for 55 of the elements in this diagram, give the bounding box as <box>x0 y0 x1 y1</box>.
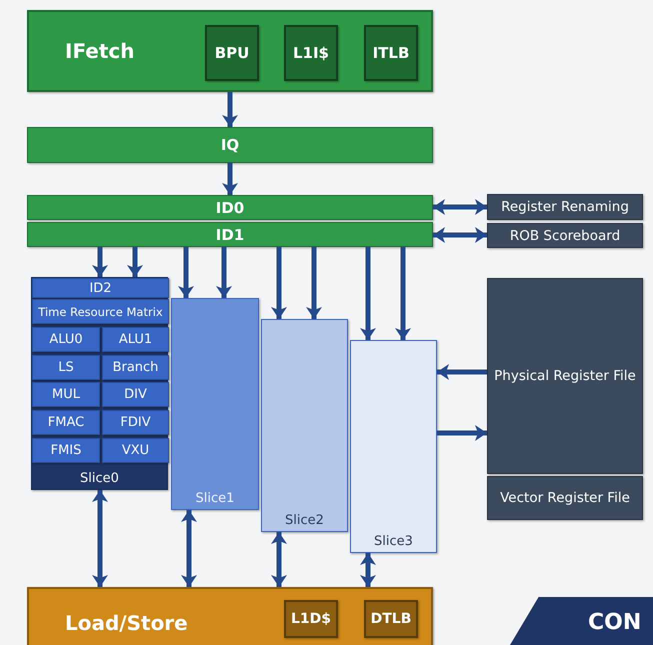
slice-panel <box>350 340 437 553</box>
slice-panel <box>171 298 259 510</box>
arrow <box>271 532 287 587</box>
arrow <box>360 553 376 587</box>
arrow <box>306 247 322 319</box>
unit-box: Branch <box>102 355 169 380</box>
arrow <box>433 199 487 215</box>
stage-bar: IQ <box>27 127 433 163</box>
arrow <box>181 510 197 587</box>
unit-box: BPU <box>205 25 259 81</box>
stage-bar: ID0 <box>27 195 433 220</box>
unit-box: FMIS <box>32 438 100 463</box>
arrow <box>433 227 487 243</box>
panel-title: Slice0 <box>79 471 120 486</box>
unit-box: Register Renaming <box>487 194 643 220</box>
arrow <box>222 92 238 127</box>
unit-box: ALU0 <box>32 327 100 352</box>
arrow <box>395 247 411 340</box>
panel-title: Load/Store <box>65 611 188 635</box>
panel-title: IFetch <box>65 39 135 63</box>
unit-box: LS <box>32 355 100 380</box>
slice-label: Slice2 <box>284 513 325 528</box>
stage-bar: ID1 <box>27 222 433 247</box>
unit-box: ALU1 <box>102 327 169 352</box>
arrow <box>127 247 143 277</box>
arrow <box>437 364 487 380</box>
unit-box: ID2 <box>32 278 169 298</box>
slice-panel <box>261 319 348 532</box>
unit-box: VXU <box>102 438 169 463</box>
arrow <box>178 247 194 298</box>
unit-box: L1I$ <box>284 25 338 81</box>
unit-box: MUL <box>32 382 100 407</box>
slice-label: Slice1 <box>194 491 236 506</box>
arrow <box>92 247 108 277</box>
slice-label: Slice3 <box>373 534 414 549</box>
unit-box: L1D$ <box>284 600 338 638</box>
unit-box: FMAC <box>32 410 100 435</box>
arrow <box>216 247 232 298</box>
arrow <box>437 425 487 441</box>
unit-box: Time Resource Matrix <box>32 299 169 324</box>
slice-panel <box>31 277 168 490</box>
stage-panel <box>27 587 433 645</box>
arrow <box>360 247 376 340</box>
stage-panel <box>27 10 433 92</box>
arrow <box>222 163 238 195</box>
unit-box: Vector Register File <box>487 476 643 520</box>
arrow <box>271 247 287 319</box>
unit-box: DIV <box>102 382 169 407</box>
unit-box: DTLB <box>364 600 418 638</box>
arrow <box>92 490 108 587</box>
unit-box: ITLB <box>364 25 418 81</box>
unit-box: ROB Scoreboard <box>487 223 643 248</box>
banner-text: CON <box>588 610 642 635</box>
unit-box: FDIV <box>102 410 169 435</box>
unit-box: Physical Register File <box>487 278 643 474</box>
